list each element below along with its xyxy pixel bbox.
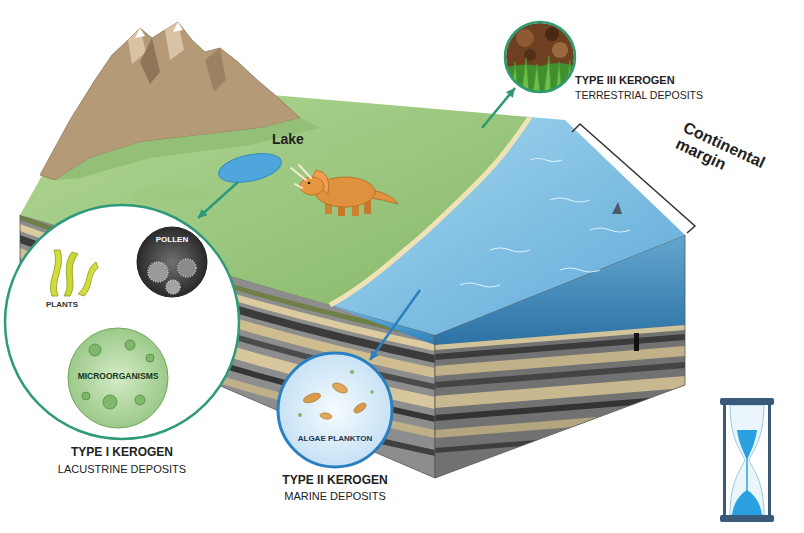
place-label: Lake [272, 131, 304, 147]
lacustrine-inset-part [178, 259, 196, 277]
lacustrine-inset-part [5, 205, 239, 439]
hourglass-icon-part [768, 405, 771, 515]
callout-circle-outline [278, 353, 392, 467]
pollen-inset-circle: POLLEN [137, 227, 207, 297]
sea-surface-part [460, 159, 630, 288]
hourglass-icon-part [723, 405, 726, 515]
kerogen-type-heading: TYPE III KEROGEN [575, 74, 675, 87]
sea-surface-part [612, 202, 622, 214]
lacustrine-inset-part [50, 250, 61, 296]
lacustrine-inset-part [148, 262, 168, 282]
triceratops-part [300, 177, 324, 195]
deposit-label: LACUSTRINE DEPOSITS [58, 463, 186, 476]
kerogen-type-heading: TYPE I KEROGEN [71, 446, 173, 460]
lacustrine-inset-part [82, 392, 90, 400]
lacustrine-inset-part [137, 227, 207, 297]
terrestrial-inset-part [552, 42, 568, 58]
hourglass-icon-part [720, 398, 774, 405]
kerogen-type-heading: TYPE II KEROGEN [282, 474, 387, 488]
callout-circle-outline [137, 227, 207, 297]
marine-inset-part [350, 370, 354, 374]
terrestrial-inset-part [505, 22, 575, 92]
mountain-range-part [135, 22, 183, 38]
triceratops-part [291, 165, 311, 188]
leader-arrows-part [370, 290, 420, 360]
terrestrial-kerogen-callout: TYPE III KEROGEN TERRESTRIAL DEPOSITS [503, 18, 715, 113]
marine-inset-part [302, 391, 322, 405]
mountain-range-part [205, 48, 226, 92]
lake-part [216, 149, 284, 188]
inset-label: MICROORGANISMS [78, 372, 159, 382]
hourglass-icon [720, 398, 774, 522]
callout-circle-outline [2, 200, 242, 485]
hourglass-icon-part [730, 405, 764, 515]
leader-arrows-part [482, 88, 515, 128]
leader-arrows-part [198, 182, 238, 218]
marine-inset-part [370, 390, 374, 394]
right-strata-face-part-part [634, 333, 639, 351]
inset-label: POLLEN [156, 235, 188, 244]
triceratops-part [308, 182, 311, 185]
land-surface-part [130, 185, 210, 205]
hourglass-icon-part [720, 515, 774, 522]
lacustrine-inset-part [78, 262, 98, 296]
sea-surface-part [330, 117, 685, 335]
sea-surface-part [330, 117, 530, 305]
inset-label: PLANTS [46, 300, 78, 309]
lacustrine-inset-part [146, 354, 154, 362]
marine-kerogen-callout: ALGAE PLANKTON TYPE II KEROGEN MARINE DEPO… [265, 350, 405, 510]
margin-label: Continental margin [672, 118, 787, 198]
marine-inset-part [298, 413, 302, 417]
lacustrine-inset-part [89, 344, 101, 356]
lacustrine-inset-part [64, 252, 78, 296]
marine-inset-part [278, 353, 392, 467]
lake [216, 149, 284, 188]
hourglass-icon-part [737, 430, 757, 458]
callout-circle-outline [5, 205, 239, 439]
lacustrine-inset-part [166, 280, 180, 294]
hourglass-icon-part [732, 490, 762, 515]
hourglass-icon-part [746, 458, 748, 494]
sea-surface [330, 117, 685, 335]
lacustrine-kerogen-callout: TYPE I KEROGEN LACUSTRINE DEPOSITS POLLEN M… [2, 200, 242, 485]
lacustrine-inset-part [68, 328, 168, 428]
deposit-label: TERRESTRIAL DEPOSITS [575, 89, 703, 101]
mountain-range [40, 22, 320, 180]
lacustrine-inset [5, 205, 239, 439]
microorganism-inset-circle: MICROORGANISMS [68, 328, 168, 428]
lacustrine-inset-part [103, 395, 117, 409]
callout-circle-outline [68, 328, 168, 428]
land-surface-part [330, 138, 430, 162]
marine-inset [278, 353, 392, 467]
marine-inset-part [352, 401, 367, 415]
inset-label: ALGAE PLANKTON [298, 434, 373, 443]
triceratops [291, 165, 398, 216]
lacustrine-inset-part [135, 395, 145, 405]
terrestrial-inset-part [516, 29, 534, 47]
mountain-range-part [55, 118, 320, 180]
terrestrial-inset-part [545, 27, 559, 41]
marine-inset-part [331, 381, 349, 395]
lacustrine-inset-part [125, 340, 135, 350]
terrestrial-inset [505, 22, 575, 92]
callout-circle-outline [505, 22, 575, 92]
deposit-label: MARINE DEPOSITS [284, 490, 385, 503]
marine-inset-part [320, 412, 333, 420]
mountain-range-part [140, 38, 160, 84]
leader-arrows [198, 88, 515, 360]
